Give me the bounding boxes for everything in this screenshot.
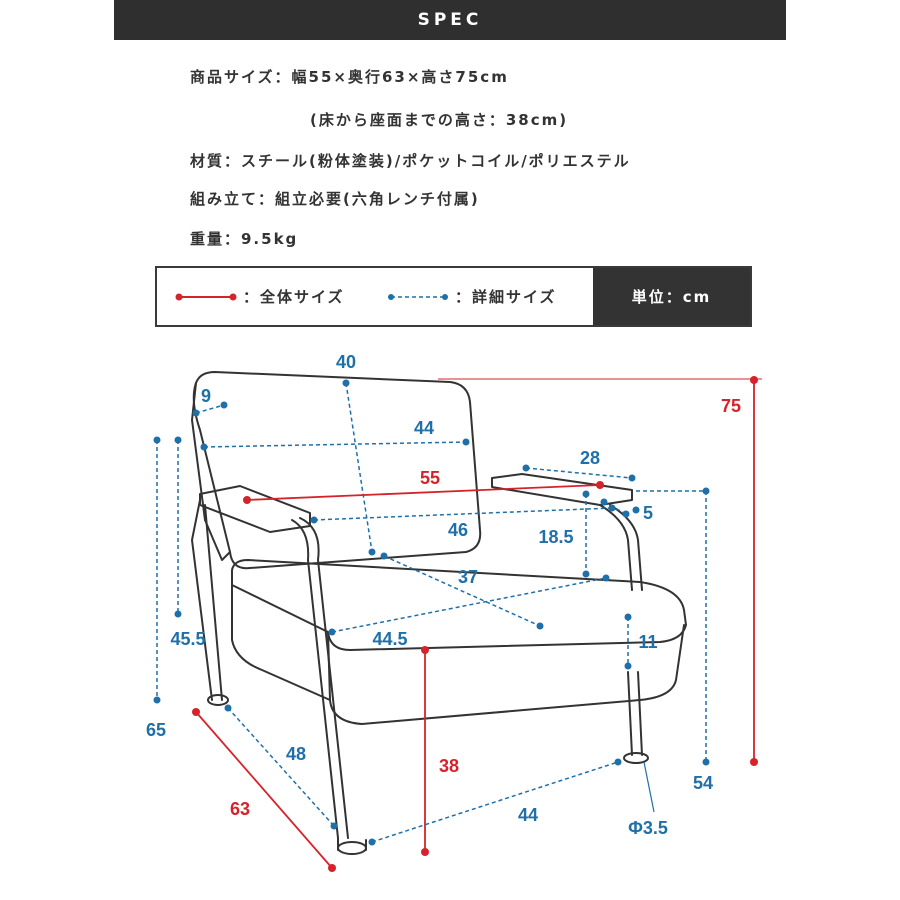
spec-size: 商品サイズ：幅55×奥行63×高さ75cm (190, 68, 509, 86)
legend-box: ：全体サイズ ：詳細サイズ 単位：cm (155, 266, 752, 327)
label-back-width: 40 (336, 352, 356, 372)
legend-detail: ：詳細サイズ (387, 268, 557, 325)
chair-dimension-diagram: 40 9 44 55 28 5 46 18.5 37 44.5 11 45.5 … (146, 352, 762, 872)
right-frame (599, 504, 643, 756)
legend-unit: 単位：cm (593, 268, 750, 325)
label-seat-width: 46 (448, 520, 468, 540)
left-armrest (199, 485, 311, 533)
label-armrest-length: 28 (580, 448, 600, 468)
foot-back-left (207, 694, 229, 706)
label-back-height: 45.5 (170, 629, 205, 649)
legend-overall: ：全体サイズ (175, 268, 345, 325)
header-bar: SPEC (114, 0, 786, 40)
spec-material: 材質：スチール(粉体塗装)/ポケットコイル/ポリエステル (190, 152, 631, 170)
label-back-inner-width: 44 (414, 418, 434, 438)
blue-dashed-line-icon (388, 293, 448, 300)
overall-dimension-lines (192, 376, 762, 872)
label-leg-diameter: Φ3.5 (628, 818, 668, 838)
label-overall-width: 55 (420, 468, 440, 488)
label-seat-front-width: 44.5 (372, 629, 407, 649)
label-back-thickness: 9 (201, 386, 211, 406)
label-overall-height: 75 (721, 396, 741, 416)
backrest-side (191, 382, 231, 561)
detail-dimension-lines (153, 379, 710, 846)
leg-front-left (337, 837, 367, 851)
right-armrest (491, 473, 633, 506)
legend-overall-label: ：全体サイズ (243, 288, 345, 306)
label-base-width: 44 (518, 805, 538, 825)
legend-detail-label: ：詳細サイズ (455, 288, 557, 306)
label-height-65: 65 (146, 720, 166, 740)
label-seat-depth: 37 (458, 567, 478, 587)
label-armrest-thickness: 5 (643, 503, 653, 523)
seat-front (327, 624, 685, 725)
foot-front-right (623, 752, 649, 764)
label-seat-height: 38 (439, 756, 459, 776)
backrest (192, 371, 482, 570)
left-frame (191, 499, 349, 839)
label-height-54: 54 (693, 773, 713, 793)
label-arm-height: 18.5 (538, 527, 573, 547)
dimension-labels: 40 9 44 55 28 5 46 18.5 37 44.5 11 45.5 … (146, 352, 741, 838)
label-base-depth: 48 (286, 744, 306, 764)
label-overall-depth: 63 (230, 799, 250, 819)
spec-seat-height: (床から座面までの高さ：38cm) (310, 111, 569, 129)
foot-front-left (337, 841, 367, 855)
header-title: SPEC (417, 10, 483, 30)
red-line-icon (175, 293, 237, 300)
seat-side (231, 584, 331, 701)
seat-cushion (231, 559, 687, 651)
label-cushion-thickness: 11 (638, 632, 657, 652)
spec-weight: 重量：9.5kg (190, 230, 299, 248)
spec-assembly: 組み立て：組立必要(六角レンチ付属) (190, 190, 480, 208)
chair-illustration (191, 371, 687, 855)
